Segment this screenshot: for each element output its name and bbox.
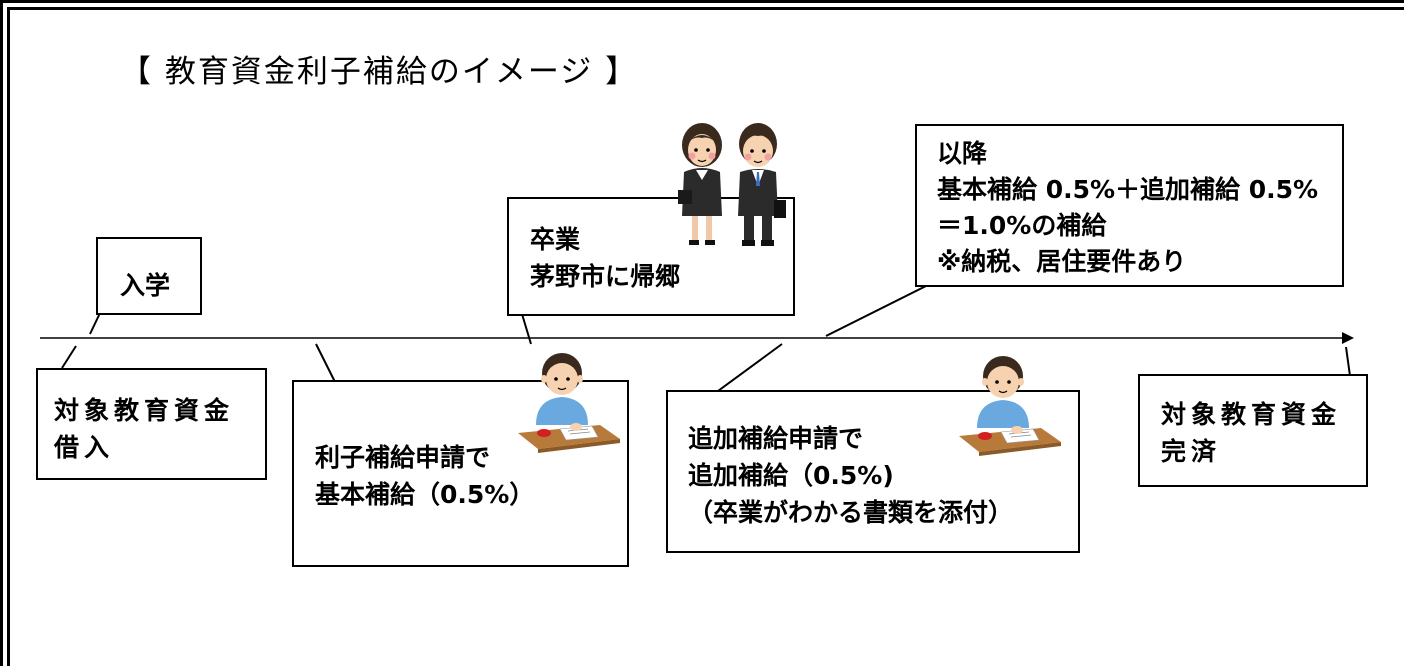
connector-graduation [521, 313, 532, 345]
repaid-line2: 完済 [1161, 437, 1222, 466]
enrollment-label: 入学 [120, 271, 171, 300]
basic-subsidy-box: 利子補給申請で 基本補給（0.5%） [292, 380, 629, 567]
student-writing-icon [959, 356, 1061, 456]
graduation-box: 卒業 茅野市に帰郷 [507, 197, 795, 316]
diagram-title: 【 教育資金利子補給のイメージ 】 [120, 54, 639, 90]
graduates-icon [678, 123, 786, 246]
basic-subsidy-line2: 基本補給（0.5%） [315, 480, 535, 509]
repaid-box: 対象教育資金 完済 [1138, 374, 1368, 487]
borrow-line2: 借入 [54, 433, 115, 462]
thereafter-box: 以降 基本補給 0.5%＋追加補給 0.5% ＝1.0%の補給 ※納税、居住要件… [915, 124, 1344, 287]
borrow-line1: 対象教育資金 [54, 396, 235, 425]
thereafter-line2: 基本補給 0.5%＋追加補給 0.5% [937, 175, 1319, 204]
borrow-box: 対象教育資金 借入 [36, 368, 267, 480]
additional-subsidy-line2: 追加補給（0.5%) [688, 461, 894, 490]
student-writing-icon [518, 353, 620, 453]
enrollment-box: 入学 [96, 237, 202, 315]
thereafter-line1: 以降 [937, 139, 988, 168]
additional-subsidy-line1: 追加補給申請で [688, 424, 864, 453]
basic-subsidy-line1: 利子補給申請で [315, 443, 491, 472]
connector-repaid [1345, 346, 1351, 377]
connector-borrow [61, 345, 77, 369]
thereafter-line3: ＝1.0%の補給 [937, 211, 1107, 240]
connector-basic-subsidy [315, 343, 336, 383]
connector-additional-subsidy [717, 343, 783, 392]
connector-enrollment [89, 312, 101, 335]
graduation-line2: 茅野市に帰郷 [530, 262, 681, 291]
connector-thereafter [825, 281, 935, 337]
graduation-line1: 卒業 [530, 225, 581, 254]
thereafter-line4: ※納税、居住要件あり [937, 247, 1187, 276]
additional-subsidy-line3: （卒業がわかる書類を添付） [688, 498, 1014, 527]
repaid-line1: 対象教育資金 [1161, 400, 1342, 429]
